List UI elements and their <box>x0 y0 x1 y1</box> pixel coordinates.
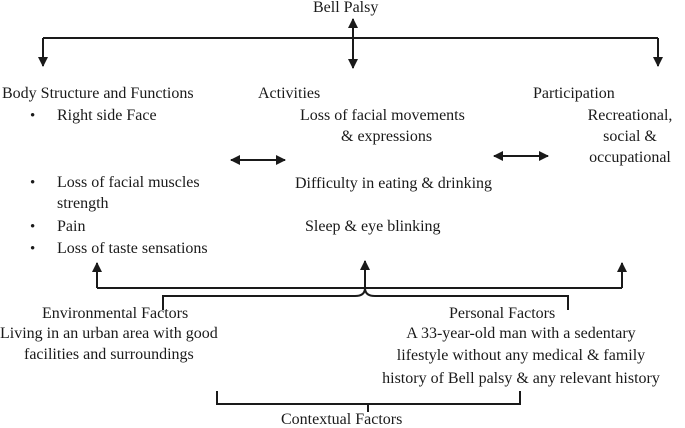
body-structure-title: Body Structure and Functions <box>2 85 194 102</box>
contextual-factors-title: Contextual Factors <box>281 411 403 428</box>
participation-title: Participation <box>533 85 615 102</box>
participation-line: Recreational, <box>587 107 673 124</box>
body-structure-item: Pain <box>30 217 86 237</box>
contextual-brace <box>216 391 521 405</box>
environmental-factors-line: Living in an urban area with good <box>0 325 218 342</box>
activities-item-continued: & expressions <box>341 128 433 145</box>
activities-title: Activities <box>258 85 321 102</box>
participation-line: social & <box>603 128 657 145</box>
personal-factors-title: Personal Factors <box>449 305 556 322</box>
body-structure-item: Right side Face <box>30 106 156 126</box>
body-structure-item: Loss of facial muscles <box>30 173 200 193</box>
activities-item: Sleep & eye blinking <box>305 218 441 235</box>
participation-line: occupational <box>589 149 671 166</box>
activities-item: Difficulty in eating & drinking <box>295 175 493 192</box>
personal-factors-line: lifestyle without any medical & family <box>396 347 646 364</box>
activities-item: Loss of facial movements <box>300 107 465 124</box>
environmental-factors-line: facilities and surroundings <box>24 346 194 363</box>
factors-top-brace <box>162 287 569 310</box>
bell-palsy-title: Bell Palsy <box>313 0 379 16</box>
personal-factors-line: A 33-year-old man with a sedentary <box>406 325 636 342</box>
body-structure-item-continued: strength <box>57 195 109 212</box>
environmental-factors-title: Environmental Factors <box>42 305 189 322</box>
body-structure-item: Loss of taste sensations <box>30 239 208 259</box>
personal-factors-line: history of Bell palsy & any relevant his… <box>382 370 660 387</box>
